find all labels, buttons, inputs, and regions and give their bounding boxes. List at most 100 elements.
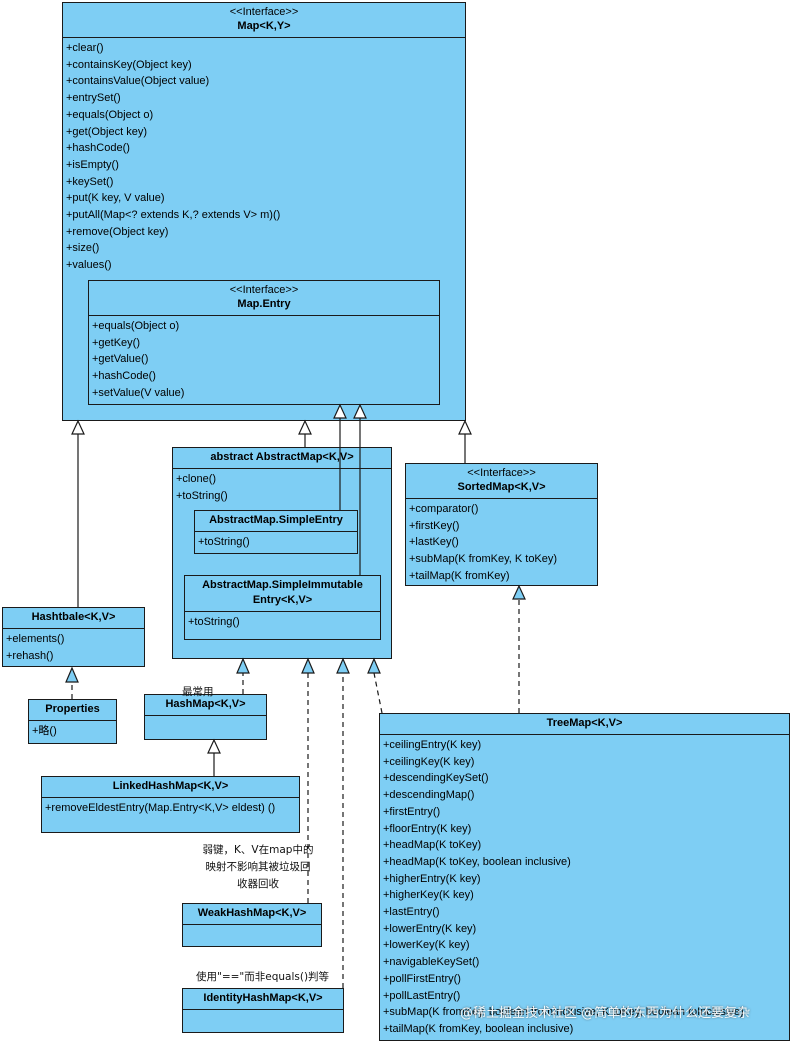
arrow-treemap-abstractmap — [367, 657, 381, 674]
linked-hashmap-methods: +removeEldestEntry(Map.Entry<K,V> eldest… — [42, 798, 299, 819]
properties-methods: +略() — [29, 721, 116, 742]
method-item: +subMap(K fromKey, K toKey) — [409, 553, 558, 566]
map-stereotype: <<Interface>> — [229, 6, 299, 18]
arrow-sortedmap-map — [458, 419, 472, 435]
method-item: +containsKey(Object key) — [66, 58, 192, 71]
weak-hashmap-note: 弱键，K、V在map中的 映射不影响其被垃圾回 收器回收 — [194, 842, 322, 893]
method-item: +略() — [32, 725, 57, 737]
properties-header: Properties — [29, 700, 116, 721]
simple-immutable-entry-title-1: AbstractMap.SimpleImmutable — [202, 579, 363, 591]
arrow-linkedhashmap-hashmap — [207, 738, 221, 754]
arrow-weakhashmap-abstractmap — [301, 657, 315, 674]
method-item: +headMap(K toKey, boolean inclusive) — [383, 855, 571, 868]
method-item: +ceilingKey(K key) — [383, 755, 475, 768]
map-entry-box: <<Interface>> Map.Entry +equals(Object o… — [88, 280, 440, 405]
map-header: <<Interface>> Map<K,Y> — [63, 3, 465, 38]
method-item: +tailMap(K fromKey, boolean inclusive) — [383, 1022, 574, 1035]
hashtable-box: Hashtbale<K,V> +elements()+rehash() — [2, 607, 145, 667]
map-entry-stereotype: <<Interface>> — [229, 284, 299, 296]
method-item: +higherEntry(K key) — [383, 872, 481, 885]
method-item: +put(K key, V value) — [66, 192, 165, 205]
method-item: +entrySet() — [66, 92, 121, 105]
method-item: +firstKey() — [409, 519, 460, 532]
simple-entry-methods: +toString() — [195, 532, 357, 553]
map-entry-methods: +equals(Object o)+getKey()+getValue()+ha… — [89, 316, 439, 404]
watermark: @稀土掘金技术社区 @简单的东西为什么还要复杂 — [460, 1006, 751, 1021]
arrow-properties-hashtable — [65, 666, 79, 683]
simple-immutable-entry-methods: +toString() — [185, 612, 380, 633]
arrow-abstractmap-map — [298, 419, 312, 435]
method-item: +subMap(K fromKey, boolean fromInclusive… — [383, 1006, 744, 1019]
method-item: +ceilingEntry(K key) — [383, 739, 482, 751]
method-item: +lowerKey(K key) — [383, 939, 470, 952]
hashtable-header: Hashtbale<K,V> — [3, 608, 144, 629]
method-item: +equals(Object o) — [66, 108, 154, 121]
hashmap-note: 最常用 — [182, 686, 214, 698]
method-item: +tailMap(K fromKey) — [409, 569, 510, 582]
method-item: +descendingKeySet() — [383, 772, 489, 785]
identity-hashmap-note: 使用"=="而非equals()判等 — [196, 971, 330, 983]
weak-hashmap-box: WeakHashMap<K,V> — [182, 903, 322, 947]
method-item: +lastEntry() — [383, 906, 440, 919]
method-item: +setValue(V value) — [92, 386, 185, 399]
method-item: +lastKey() — [409, 536, 459, 549]
method-item: +rehash() — [6, 649, 54, 662]
hashmap-title: HashMap<K,V> — [165, 698, 246, 710]
edge-treemap-abstractmap — [373, 672, 383, 714]
abstract-map-title: abstract AbstractMap<K,V> — [210, 451, 354, 463]
arrow-identityhashmap-abstractmap — [336, 657, 350, 674]
method-item: +pollLastEntry() — [383, 989, 461, 1002]
method-item: +keySet() — [66, 175, 114, 188]
properties-box: Properties +略() — [28, 699, 117, 744]
method-item: +remove(Object key) — [66, 225, 169, 238]
arrow-hashtable-map — [71, 419, 85, 435]
map-entry-header: <<Interface>> Map.Entry — [89, 281, 439, 316]
sorted-map-methods: +comparator()+firstKey()+lastKey()+subMa… — [406, 499, 597, 587]
method-item: +headMap(K toKey) — [383, 839, 482, 852]
sorted-map-stereotype: <<Interface>> — [467, 467, 536, 479]
map-title: Map<K,Y> — [237, 20, 291, 32]
arrow-hashmap-abstractmap — [236, 657, 250, 674]
simple-immutable-entry-header: AbstractMap.SimpleImmutable Entry<K,V> — [185, 576, 380, 612]
method-item: +navigableKeySet() — [383, 956, 480, 969]
method-item: +get(Object key) — [66, 125, 148, 138]
method-item: +toString() — [176, 489, 228, 502]
linked-hashmap-title: LinkedHashMap<K,V> — [112, 780, 229, 792]
identity-hashmap-header: IdentityHashMap<K,V> — [183, 989, 343, 1010]
arrow-treemap-sortedmap — [512, 584, 526, 600]
linked-hashmap-box: LinkedHashMap<K,V> +removeEldestEntry(Ma… — [41, 776, 300, 833]
sorted-map-header: <<Interface>> SortedMap<K,V> — [406, 464, 597, 499]
sorted-map-box: <<Interface>> SortedMap<K,V> +comparator… — [405, 463, 598, 586]
treemap-box: TreeMap<K,V> +ceilingEntry(K key)+ceilin… — [379, 713, 790, 1041]
map-entry-title: Map.Entry — [237, 298, 291, 310]
simple-entry-box: AbstractMap.SimpleEntry +toString() — [194, 510, 358, 554]
abstract-map-methods: +clone() +toString() — [173, 469, 391, 506]
weak-hashmap-header: WeakHashMap<K,V> — [183, 904, 321, 925]
method-item: +toString() — [198, 536, 250, 548]
map-methods: +clear() +containsKey(Object key) +contain… — [63, 38, 465, 276]
method-item: +hashCode() — [92, 370, 156, 383]
method-item: +isEmpty() — [66, 158, 119, 171]
hashtable-title: Hashtbale<K,V> — [31, 611, 116, 623]
weak-hashmap-title: WeakHashMap<K,V> — [197, 907, 307, 919]
method-item: +clear() — [66, 42, 104, 54]
method-item: +clone() — [176, 473, 217, 485]
method-item: +higherKey(K key) — [383, 889, 474, 902]
identity-hashmap-box: IdentityHashMap<K,V> — [182, 988, 344, 1033]
sorted-map-title: SortedMap<K,V> — [457, 481, 546, 493]
treemap-methods: +ceilingEntry(K key) +ceilingKey(K key) +d… — [380, 735, 789, 1040]
method-item: +containsValue(Object value) — [66, 75, 210, 88]
weak-note-line-3: 收器回收 — [237, 878, 279, 890]
method-item: +values() — [66, 259, 112, 272]
method-item: +getValue() — [92, 353, 149, 366]
properties-title: Properties — [45, 703, 100, 715]
simple-immutable-entry-box: AbstractMap.SimpleImmutable Entry<K,V> +… — [184, 575, 381, 640]
method-item: +floorEntry(K key) — [383, 822, 472, 835]
simple-immutable-entry-title-2: Entry<K,V> — [252, 594, 313, 606]
method-item: +firstEntry() — [383, 805, 441, 818]
abstract-map-header: abstract AbstractMap<K,V> — [173, 448, 391, 469]
hashmap-box: HashMap<K,V> — [144, 694, 267, 740]
method-item: +size() — [66, 242, 100, 255]
method-item: +getKey() — [92, 336, 140, 349]
simple-entry-title: AbstractMap.SimpleEntry — [209, 514, 343, 526]
